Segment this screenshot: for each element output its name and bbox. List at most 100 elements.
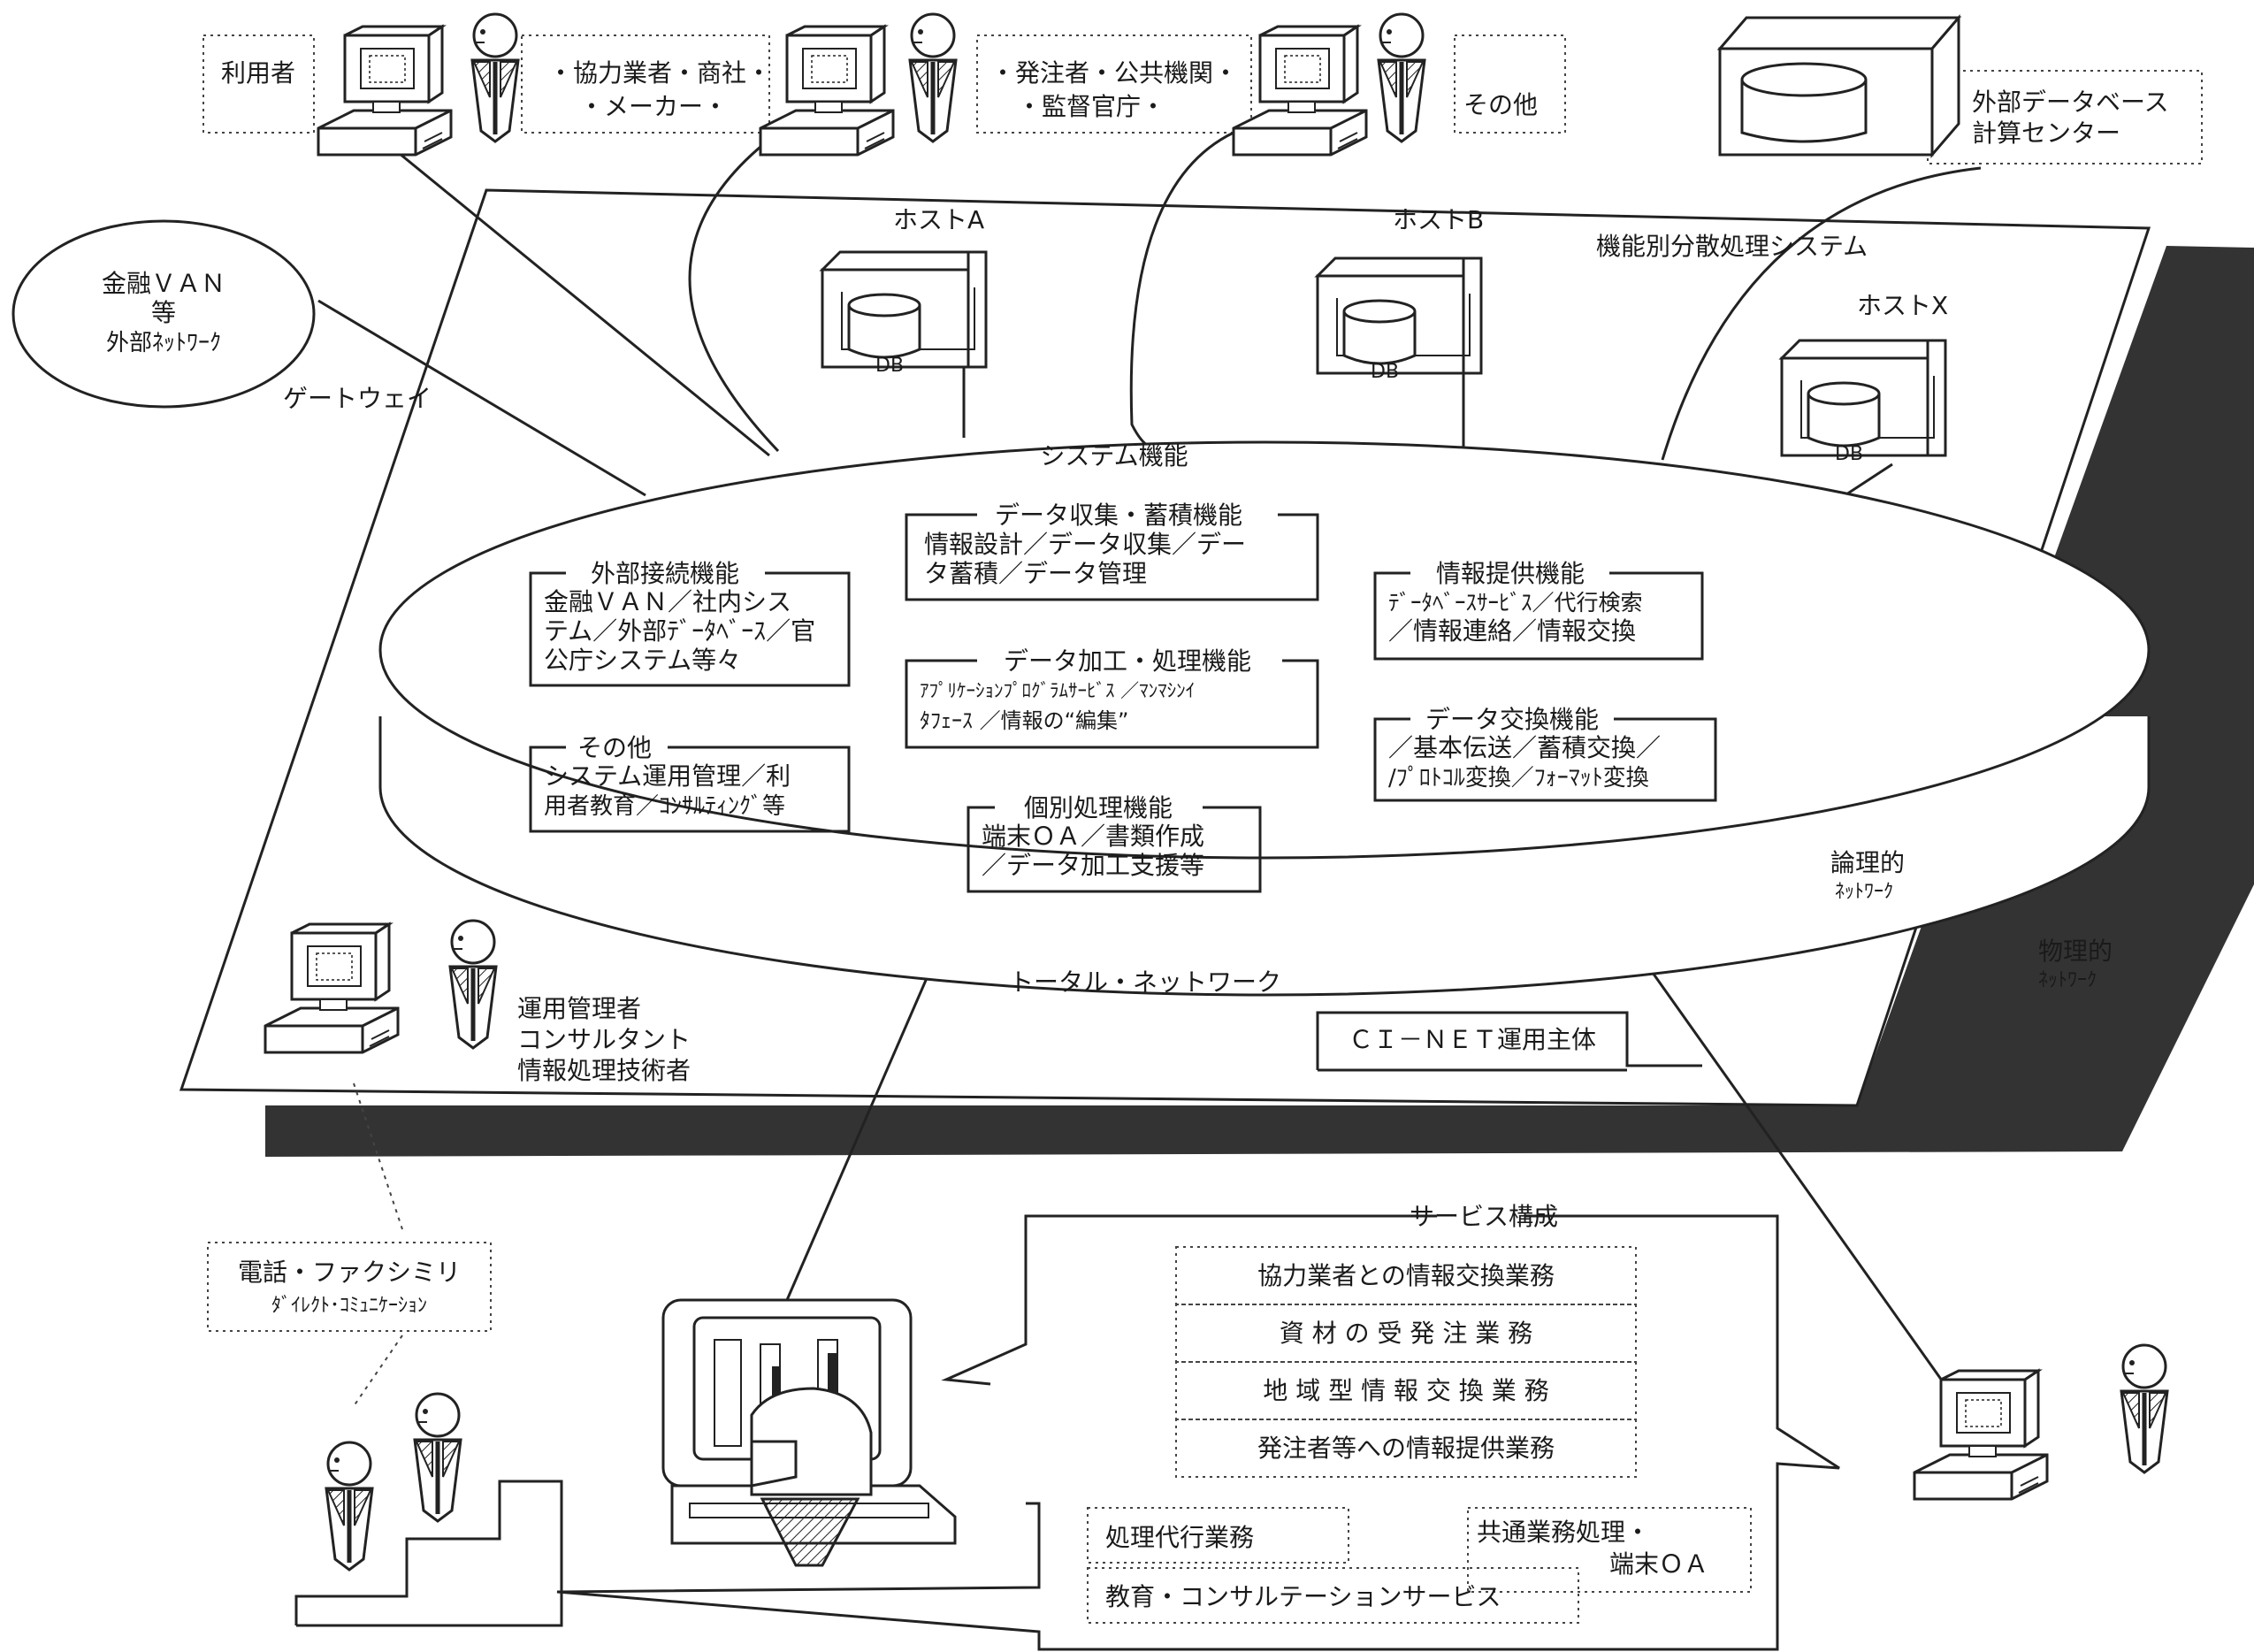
partner-box (521, 34, 770, 134)
workstation-icon (317, 25, 453, 157)
physical-network-label-1: 物理的 (2038, 937, 2113, 966)
system-functions-title: システム機能 (1040, 441, 1188, 470)
function-box-info-provision: 情報提供機能 ﾃﾞｰﾀﾍﾞｰｽｻｰﾋﾞｽ／代行検索 ／情報連絡／情報交換 (1373, 559, 1704, 661)
svg-text:ﾃﾞｰﾀﾍﾞｰｽｻｰﾋﾞｽ／代行検索: ﾃﾞｰﾀﾍﾞｰｽｻｰﾋﾞｽ／代行検索 (1388, 590, 1643, 616)
function-box-other: その他 システム運用管理／利 用者教育／ｺﾝｻﾙﾃｨﾝｸﾞ等 (529, 733, 851, 833)
proxy-service-box (1087, 1507, 1349, 1564)
svg-text:個別処理機能: 個別処理機能 (1024, 793, 1173, 822)
external-db-label-1: 外部データベース (1972, 88, 2169, 117)
financial-van-bubble (11, 219, 316, 409)
common-service-label-2: 端末ＯＡ (1609, 1549, 1708, 1579)
person-icon (472, 14, 518, 141)
svg-text:/ﾌﾟﾛﾄｺﾙ変換／ﾌｫｰﾏｯﾄ変換: /ﾌﾟﾛﾄｺﾙ変換／ﾌｫｰﾏｯﾄ変換 (1388, 765, 1649, 792)
financial-van-label-1: 金融ＶＡＮ (102, 269, 225, 298)
workstation-icon (759, 25, 895, 157)
svg-text:用者教育／ｺﾝｻﾙﾃｨﾝｸﾞ等: 用者教育／ｺﾝｻﾙﾃｨﾝｸﾞ等 (544, 793, 785, 820)
host-b-icon (1316, 256, 1483, 375)
service-item: 地 域 型 情 報 交 換 業 務 (1263, 1376, 1548, 1405)
host-a-icon (821, 250, 988, 369)
service-item: 発注者等への情報提供業務 (1257, 1434, 1555, 1463)
operating-body-box (1316, 1011, 1702, 1070)
partner-label-1: ・協力業者・商社・ (548, 58, 771, 88)
svg-text:端末ＯＡ／書類作成: 端末ＯＡ／書類作成 (982, 822, 1204, 851)
host-x-db-label: DB (1835, 443, 1863, 465)
common-service-box (1467, 1507, 1752, 1593)
service-callout (556, 1214, 1840, 1651)
svg-text:金融ＶＡＮ／社内シス: 金融ＶＡＮ／社内シス (544, 587, 791, 616)
host-a-label: ホストA (893, 205, 984, 234)
svg-text:テム／外部ﾃﾞｰﾀﾍﾞｰｽ／官: テム／外部ﾃﾞｰﾀﾍﾞｰｽ／官 (544, 616, 815, 646)
host-b-label: ホストB (1393, 205, 1484, 234)
workstation-icon (1232, 25, 1368, 157)
service-item: 資 材 の 受 発 注 業 務 (1280, 1319, 1532, 1348)
function-box-data-exchange: データ交換機能 ／基本伝送／蓄積交換／ /ﾌﾟﾛﾄｺﾙ変換／ﾌｫｰﾏｯﾄ変換 (1373, 705, 1717, 802)
other-box (1454, 34, 1566, 134)
operator-label-3: 情報処理技術者 (517, 1056, 691, 1085)
svg-text:情報提供機能: 情報提供機能 (1436, 559, 1585, 588)
host-x-icon (1780, 339, 1947, 457)
function-box-data-collection: データ収集・蓄積機能 情報設計／データ収集／デー タ蓄積／データ管理 (905, 501, 1319, 601)
physical-network-label-2: ﾈｯﾄﾜｰｸ (2038, 969, 2097, 991)
svg-text:ｱﾌﾟﾘｹｰｼｮﾝﾌﾟﾛｸﾞﾗﾑｻｰﾋﾞｽ ／ﾏﾝﾏｼﾝｲ: ｱﾌﾟﾘｹｰｼｮﾝﾌﾟﾛｸﾞﾗﾑｻｰﾋﾞｽ ／ﾏﾝﾏｼﾝｲ (920, 680, 1195, 701)
operator-label-1: 運用管理者 (517, 994, 641, 1023)
telephone-label-1: 電話・ファクシミリ (238, 1258, 461, 1287)
partner-label-2: ・メーカー・ (579, 92, 728, 121)
person-icon (2121, 1345, 2167, 1472)
host-a-db-label: DB (875, 355, 904, 377)
svg-text:データ交換機能: データ交換機能 (1425, 705, 1599, 734)
svg-text:／データ加工支援等: ／データ加工支援等 (982, 851, 1204, 880)
svg-text:外部接続機能: 外部接続機能 (591, 559, 739, 588)
physical-network-shadow (265, 246, 2254, 1157)
gateway-label: ゲートウェイ (283, 384, 432, 413)
terminal-icon (661, 1298, 957, 1567)
person-icon (1379, 14, 1425, 141)
person-icon (326, 1442, 372, 1570)
svg-text:／基本伝送／蓄積交換／: ／基本伝送／蓄積交換／ (1388, 733, 1661, 762)
operator-label-2: コンサルタント (517, 1025, 691, 1054)
total-network-label: トータル・ネットワーク (1009, 967, 1281, 997)
user-label: 利用者 (221, 58, 295, 88)
function-box-individual: 個別処理機能 端末ＯＡ／書類作成 ／データ加工支援等 (967, 793, 1262, 893)
host-b-db-label: DB (1371, 361, 1399, 383)
telephone-box (207, 1242, 492, 1332)
svg-text:ﾀﾌｪｰｽ ／情報の“編集”: ﾀﾌｪｰｽ ／情報の“編集” (920, 708, 1129, 733)
svg-text:情報設計／データ収集／デー: 情報設計／データ収集／デー (924, 530, 1246, 559)
external-db-box (1927, 70, 2203, 164)
svg-text:タ蓄積／データ管理: タ蓄積／データ管理 (924, 559, 1147, 588)
other-label: その他 (1463, 90, 1538, 119)
external-db-label-2: 計算センター (1972, 119, 2120, 148)
function-box-external-connection: 外部接続機能 金融ＶＡＮ／社内シス テム／外部ﾃﾞｰﾀﾍﾞｰｽ／官 公庁システム… (529, 559, 851, 687)
person-icon (450, 921, 496, 1048)
telephone-label-2: ﾀﾞｲﾚｸﾄ･ｺﾐｭﾆｹｰｼｮﾝ (271, 1295, 427, 1317)
education-service-label: 教育・コンサルテーションサービス (1105, 1582, 1501, 1611)
logical-network-label-2: ﾈｯﾄﾜｰｸ (1835, 881, 1893, 903)
stairs (294, 1480, 563, 1627)
orderer-label-1: ・発注者・公共機関・ (990, 58, 1238, 88)
dotted-connector (353, 1335, 403, 1407)
user-box (202, 34, 315, 134)
financial-van-label-2: 等 (151, 298, 176, 327)
orderer-box (976, 34, 1252, 134)
proxy-service-label: 処理代行業務 (1105, 1523, 1254, 1552)
external-db-icon (1716, 13, 1962, 159)
svg-text:／情報連絡／情報交換: ／情報連絡／情報交換 (1388, 616, 1636, 646)
service-list: 協力業者との情報交換業務 資 材 の 受 発 注 業 務 地 域 型 情 報 交… (1175, 1246, 1637, 1478)
financial-van-label-3: 外部ﾈｯﾄﾜｰｸ (106, 330, 221, 356)
svg-text:データ収集・蓄積機能: データ収集・蓄積機能 (995, 501, 1242, 530)
person-icon (415, 1394, 461, 1521)
svg-text:システム運用管理／利: システム運用管理／利 (544, 761, 791, 791)
operating-body-label: ＣＩ－ＮＥＴ運用主体 (1349, 1025, 1596, 1054)
host-x-label: ホストX (1857, 291, 1948, 320)
svg-text:データ加工・処理機能: データ加工・処理機能 (1004, 646, 1251, 676)
svg-text:公庁システム等々: 公庁システム等々 (544, 646, 741, 675)
platform-title: 機能別分散処理システム (1596, 232, 1868, 261)
education-service-box (1087, 1567, 1579, 1624)
orderer-label-2: ・監督官庁・ (1017, 92, 1165, 121)
services-title: サービス構成 (1410, 1202, 1558, 1231)
workstation-icon (1913, 1369, 2049, 1501)
common-service-label-1: 共通業務処理・ (1477, 1518, 1650, 1547)
person-icon (910, 14, 956, 141)
function-box-data-processing: データ加工・処理機能 ｱﾌﾟﾘｹｰｼｮﾝﾌﾟﾛｸﾞﾗﾑｻｰﾋﾞｽ ／ﾏﾝﾏｼﾝｲ… (905, 646, 1319, 749)
logical-network-label-1: 論理的 (1830, 848, 1905, 877)
